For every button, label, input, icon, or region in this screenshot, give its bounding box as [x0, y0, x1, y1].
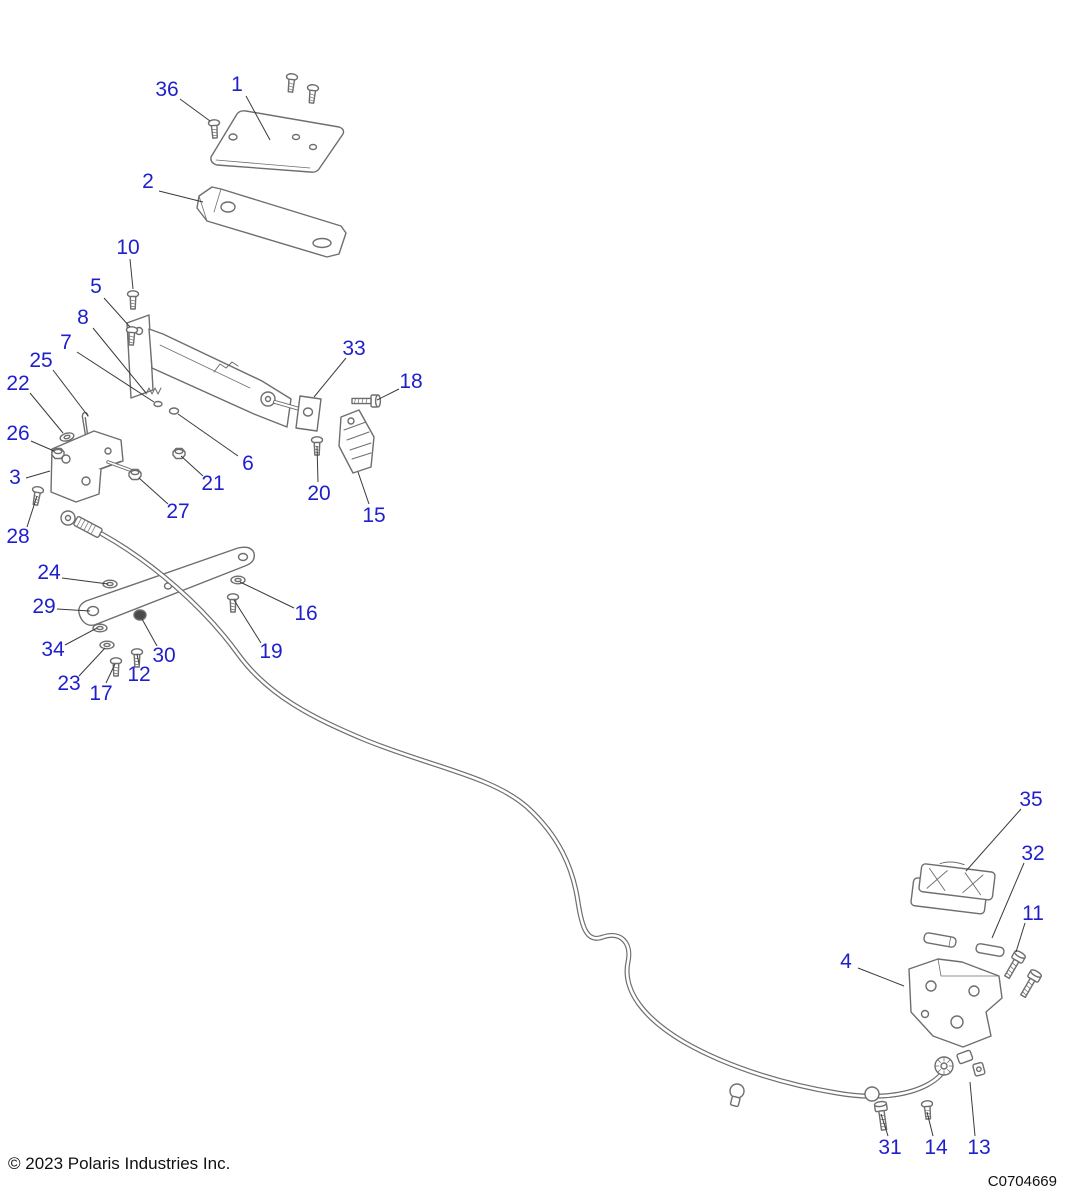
- part-lever: [338, 409, 375, 474]
- callout-18: 18: [399, 370, 422, 393]
- leader-line-12: [136, 653, 140, 665]
- callout-21: 21: [201, 472, 224, 495]
- part-mount-bolts: [1001, 948, 1044, 1000]
- callout-34: 34: [41, 638, 65, 661]
- callout-12: 12: [127, 663, 150, 686]
- part-support-bracket: [196, 186, 347, 258]
- leader-line-34: [64, 627, 98, 646]
- callout-13: 13: [967, 1136, 990, 1159]
- callout-14: 14: [924, 1136, 948, 1159]
- callout-33: 33: [342, 337, 365, 360]
- part-caliper-pads: [910, 861, 996, 915]
- leader-line-5: [103, 297, 131, 328]
- leader-line-1: [245, 95, 271, 141]
- leader-line-2: [158, 190, 204, 203]
- leader-line-35: [965, 808, 1022, 872]
- leader-line-28: [26, 495, 38, 528]
- callout-3: 3: [9, 466, 21, 489]
- part-brake-cable: [60, 510, 950, 1108]
- callout-15: 15: [362, 504, 385, 527]
- callout-29: 29: [32, 595, 55, 618]
- callout-20: 20: [307, 482, 330, 505]
- leader-line-8: [92, 327, 147, 394]
- callout-2: 2: [142, 170, 154, 193]
- leader-line-36: [179, 98, 211, 122]
- leader-line-26: [30, 440, 55, 452]
- callout-5: 5: [90, 275, 102, 298]
- part-pedal-bracket-assembly: [126, 314, 305, 428]
- callout-16: 16: [294, 602, 317, 625]
- parts-layer: [29, 72, 1044, 1132]
- leader-line-32: [991, 862, 1025, 939]
- leader-line-3: [25, 470, 51, 479]
- hardware-fasteners: [29, 72, 935, 1132]
- leader-line-27: [138, 477, 169, 505]
- part-latch-plate: [295, 395, 322, 432]
- leader-line-7: [76, 351, 155, 403]
- callout-32: 32: [1021, 842, 1044, 865]
- leader-line-33: [313, 357, 347, 398]
- callout-27: 27: [166, 500, 189, 523]
- copyright-text: © 2023 Polaris Industries Inc.: [8, 1154, 231, 1173]
- callout-35: 35: [1019, 788, 1042, 811]
- leader-line-4: [857, 967, 905, 987]
- callout-22: 22: [6, 372, 29, 395]
- callout-19: 19: [259, 640, 282, 663]
- callout-23: 23: [57, 672, 80, 695]
- leader-line-13: [969, 1081, 976, 1137]
- callout-17: 17: [89, 682, 112, 705]
- leader-line-22: [29, 392, 64, 434]
- leader-line-29: [56, 608, 91, 612]
- callout-11: 11: [1022, 902, 1044, 925]
- part-anchor-bracket: [50, 430, 132, 503]
- leader-line-11: [1015, 922, 1026, 953]
- callout-25: 25: [29, 349, 52, 372]
- callout-10: 10: [116, 236, 139, 259]
- leader-line-14: [926, 1111, 934, 1137]
- callout-7: 7: [60, 331, 72, 354]
- leader-line-19: [233, 599, 262, 644]
- leader-line-15: [357, 471, 370, 505]
- leader-line-17: [105, 663, 116, 684]
- callout-28: 28: [6, 525, 29, 548]
- drawing-code: C0704669: [987, 1173, 1057, 1190]
- callout-6: 6: [242, 452, 254, 475]
- part-cable-end: [934, 1049, 986, 1077]
- callout-31: 31: [878, 1136, 901, 1159]
- part-caliper-bracket: [908, 958, 1003, 1048]
- leader-lines-layer: [25, 95, 1026, 1137]
- callout-8: 8: [77, 306, 89, 329]
- leader-line-18: [376, 388, 400, 401]
- leader-line-24: [61, 577, 109, 585]
- part-guide-pins: [923, 932, 1005, 957]
- leader-line-6: [177, 413, 239, 457]
- callout-24: 24: [37, 561, 61, 584]
- part-brake-arm: [78, 546, 255, 627]
- callout-30: 30: [152, 644, 175, 667]
- callout-4: 4: [840, 950, 852, 973]
- leader-line-31: [880, 1113, 889, 1137]
- leader-line-10: [129, 258, 134, 290]
- leader-line-16: [239, 581, 295, 609]
- callout-26: 26: [6, 422, 29, 445]
- leader-line-23: [78, 647, 106, 677]
- leader-line-30: [141, 618, 158, 647]
- part-mount-plate: [210, 110, 345, 173]
- leader-line-21: [180, 455, 204, 477]
- leader-line-25: [52, 369, 89, 417]
- callout-1: 1: [231, 73, 243, 96]
- callout-36: 36: [155, 78, 178, 101]
- leader-line-20: [316, 445, 319, 483]
